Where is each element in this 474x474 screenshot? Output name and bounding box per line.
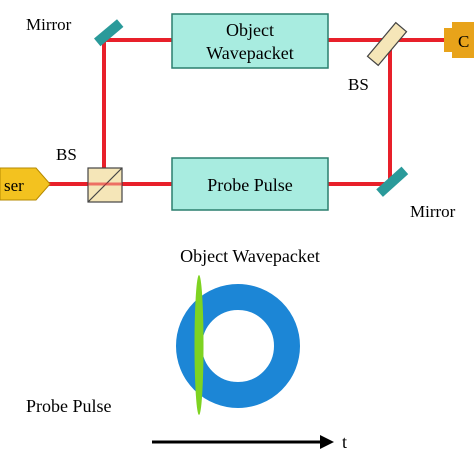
mirror-top-label: Mirror: [26, 15, 72, 34]
bs-left-label: BS: [56, 145, 77, 164]
object-wavepacket-caption: Object Wavepacket: [180, 246, 320, 266]
laser-source: [0, 167, 51, 201]
camera-label: C: [458, 32, 469, 51]
probe-pulse-caption: Probe Pulse: [26, 396, 112, 416]
probe-box-label: Probe Pulse: [207, 175, 293, 195]
bs-right-label: BS: [348, 75, 369, 94]
time-axis-label: t: [342, 432, 347, 452]
probe-pulse-slice: [194, 275, 204, 415]
object-wavepacket-ring: [176, 284, 300, 408]
object-box-line2: Wavepacket: [206, 43, 294, 63]
camera-detector: [444, 22, 474, 58]
mirror-top-left: [94, 19, 124, 47]
beam-splitter-left: [87, 167, 123, 203]
object-box-line1: Object: [226, 20, 274, 40]
beam-splitter-right: [366, 21, 408, 67]
object-wavepacket-box: [171, 13, 329, 69]
probe-pulse-box: [171, 157, 329, 211]
laser-label: ser: [4, 176, 24, 195]
mirror-bottom-right: [376, 166, 409, 197]
time-axis-arrow: [152, 435, 334, 449]
mirror-bottom-label: Mirror: [410, 202, 456, 221]
